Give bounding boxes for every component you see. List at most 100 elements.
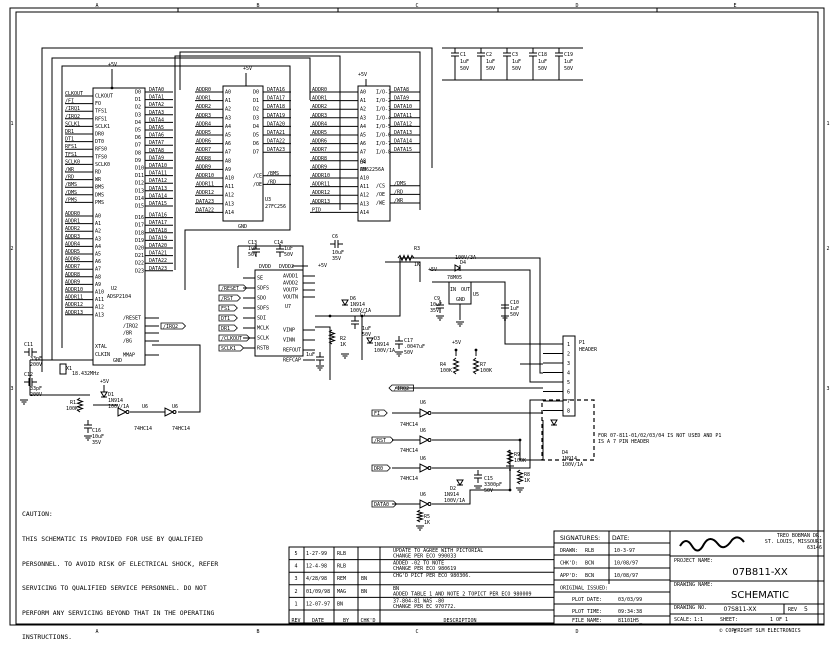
header-pin-number: 5 xyxy=(567,380,570,386)
u3-pin-name: A12 xyxy=(225,193,234,199)
audio-line xyxy=(315,326,331,380)
revision-by: BN xyxy=(337,601,343,607)
u4-pin-net: ADDR13 xyxy=(312,199,330,205)
u3-pin-net: DATA23 xyxy=(267,147,285,153)
net-tag: /RESET xyxy=(218,284,248,292)
resistor-ref: R8 xyxy=(524,472,530,478)
u2-pin-name: DR0 xyxy=(95,132,104,138)
u2-pin-name: D3 xyxy=(135,112,141,118)
revision-checked: BN xyxy=(361,576,367,582)
u3-pin-net: ADDR5 xyxy=(196,130,211,136)
caution-line: PERSONNEL. TO AVOID RISK OF ELECTRICAL S… xyxy=(22,559,219,568)
u2-gnd-label: GND xyxy=(113,358,122,364)
u2-pin-name: D20 xyxy=(135,246,144,252)
regulator-out xyxy=(471,281,543,345)
ground-symbol xyxy=(416,525,424,531)
u3-pin-name: /OE xyxy=(253,182,262,188)
u3-pin-net: ADDR4 xyxy=(196,121,211,127)
u2-pin-net: DATA21 xyxy=(149,251,167,257)
u2-pin-name: /BR xyxy=(123,331,133,337)
diode-symbol xyxy=(341,299,349,306)
u2-pin-net: ADDR13 xyxy=(65,310,83,316)
inverter-gate xyxy=(164,407,177,417)
u2-pin-name: A10 xyxy=(95,290,104,296)
u3-pin-net: ADDR10 xyxy=(196,173,214,179)
gate-line xyxy=(432,420,544,461)
u3-pin-name: A14 xyxy=(225,210,234,216)
revision-header: DATE xyxy=(312,618,324,624)
u2-pin-net: ADDR10 xyxy=(65,287,83,293)
revision-number: 2 xyxy=(294,589,297,595)
u3-pin-net: ADDR3 xyxy=(196,113,211,119)
u3-pin-name: A10 xyxy=(225,176,234,182)
u3-pin-name: D3 xyxy=(253,115,259,121)
data-bus xyxy=(174,55,341,270)
u3-pin-name: D2 xyxy=(253,107,259,113)
u4-pin-name: A11 xyxy=(360,184,369,190)
u3-pin-net: DATA21 xyxy=(267,130,285,136)
junction-dot xyxy=(110,86,114,90)
u2-pin-name: D5 xyxy=(135,128,141,134)
company-address: ST. LOUIS, MISSOURI xyxy=(765,539,822,545)
revision-by: RLB xyxy=(337,551,346,557)
u2-pin-net: DATA4 xyxy=(149,117,164,123)
u4-pin-name: A10 xyxy=(360,176,369,182)
u2-pin-net: DATA12 xyxy=(149,178,167,184)
revision-description: 37-804-81 WAS -80 xyxy=(393,598,444,604)
u3-pin-net: ADDR2 xyxy=(196,104,211,110)
u4-pin-net: PID xyxy=(312,207,321,213)
crystal-value: 18.432MHz xyxy=(72,371,99,377)
u4-pin-name: A9 xyxy=(360,167,366,173)
project-name-label: PROJECT NAME: xyxy=(674,558,713,564)
diode-part: 1N914 xyxy=(350,302,365,308)
capacitor-ref: C11 xyxy=(24,342,33,348)
u3-gnd-label: GND xyxy=(238,224,247,230)
u3-pin-name: A8 xyxy=(225,158,231,164)
u2-pin-net: ADDR7 xyxy=(65,264,80,270)
u4-pin-net: ADDR3 xyxy=(312,113,327,119)
u4-pin-name: A0 xyxy=(360,90,366,96)
u2-pin-name: D16 xyxy=(135,215,144,221)
capacitor-c11 xyxy=(24,348,37,356)
u4-pin-net: ADDR8 xyxy=(312,156,327,162)
revision-header: REV xyxy=(291,618,300,624)
header-pin-number: 4 xyxy=(567,371,570,377)
u2-pin-name: SCLK0 xyxy=(95,162,110,168)
gate-ref: U6 xyxy=(420,492,426,498)
u4-pin-name: A4 xyxy=(360,124,366,130)
u2-pin-name: RD xyxy=(95,170,101,176)
u5-pin-name: IN xyxy=(450,287,456,293)
u2-pin-net: ADDR6 xyxy=(65,257,80,263)
scale-value: 1:1 xyxy=(694,617,703,623)
ic-u5-part: 78M05 xyxy=(447,275,462,281)
net-tag-label: SCLK1 xyxy=(221,346,236,352)
u7-pin-name: REFCAP xyxy=(283,358,301,364)
capacitor-c15 xyxy=(474,470,482,483)
u4-pin-name: A3 xyxy=(360,115,366,121)
audio-line xyxy=(430,269,543,383)
net-tag-outline xyxy=(218,284,248,292)
junction-dot xyxy=(518,438,522,442)
junction-dot xyxy=(474,348,478,352)
capacitor-ref: C18 xyxy=(538,52,547,58)
zone-column-label: C xyxy=(415,629,418,635)
u2-pin-name: D10 xyxy=(135,166,144,172)
company-address: 63146 xyxy=(807,545,822,551)
header-pin-number: 2 xyxy=(567,352,570,358)
u4-pin-name: /CS xyxy=(376,183,385,189)
diode-value: 100V/1A xyxy=(562,462,583,468)
capacitor-ref: C14 xyxy=(274,240,283,246)
u7-pin-name: DVDD xyxy=(259,264,271,270)
signatures-header: SIGNATURES: xyxy=(560,535,600,542)
u2-pin-net: DATA2 xyxy=(149,102,164,108)
u2-pin-net: /RD xyxy=(65,175,74,181)
u7-pin-name: SDI xyxy=(257,316,266,322)
revision-header: DESCRIPTION xyxy=(443,618,476,624)
u3-pin-net: DATA16 xyxy=(267,87,285,93)
capacitor-value: 10uF xyxy=(92,434,104,440)
u2-pin-net: ADDR1 xyxy=(65,219,80,225)
resistor-ref: R7 xyxy=(480,362,486,368)
u3-pin-name: D0 xyxy=(253,90,259,96)
gate-bubble xyxy=(427,438,432,442)
